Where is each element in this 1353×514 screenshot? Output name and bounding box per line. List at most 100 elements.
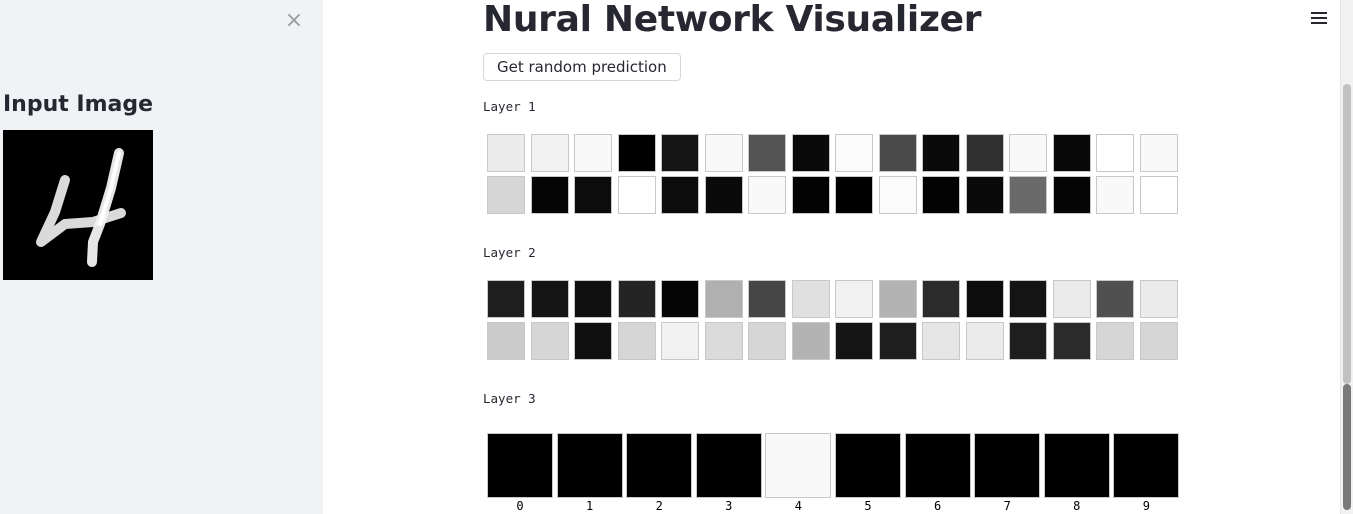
layer-2-neuron-cell [617,280,656,318]
layer-2-neuron-cell [530,280,569,318]
layer-1-neuron-cell [617,134,656,172]
layer-2-neuron-cell [1096,322,1134,360]
output-neuron-cell [904,433,971,498]
layer-2-neuron-cell [878,322,917,360]
output-neuron-cell [1113,433,1180,498]
output-digit-label: 2 [655,499,663,513]
layer-2-neuron-cell [661,280,699,318]
output-digit-label: 3 [725,499,733,513]
input-digit-image [3,130,153,280]
hamburger-menu-icon[interactable] [1311,10,1327,26]
output-digit-label: 8 [1073,499,1081,513]
layer-2-neuron-cell [1139,280,1178,318]
output-neuron-cell [1043,433,1110,498]
layer-1-neuron-cell [965,176,1004,214]
layer-1-neuron-cell [1009,134,1047,172]
main-content: Nural Network Visualizer Get random pred… [323,0,1340,514]
layer-2-neuron-cell [661,322,699,360]
layer-2-neuron-cell [574,280,612,318]
output-neuron-cell [835,433,901,498]
layer-2-neuron-cell [704,322,743,360]
digit-4-image-icon [3,130,153,280]
layer-2-neuron-cell [1139,322,1178,360]
layer-1-neuron-cell [922,176,960,214]
layer-2-grid [487,280,1179,361]
layer-3-label: Layer 3 [483,391,536,406]
layer-2-neuron-cell [487,280,525,318]
layer-1-neuron-cell [791,134,830,172]
layer-1-neuron-cell [835,134,873,172]
layer-2-neuron-cell [1052,280,1091,318]
output-neuron-cell [765,433,832,498]
layer-2-neuron-cell [1052,322,1091,360]
layer-1-neuron-cell [1139,176,1178,214]
layer-2-neuron-cell [530,322,569,360]
layer-1-neuron-cell [530,176,569,214]
page-title: Nural Network Visualizer [483,0,982,40]
layer-2-neuron-cell [835,322,873,360]
get-random-prediction-button[interactable]: Get random prediction [483,53,681,81]
layer-2-neuron-cell [704,280,743,318]
layer-2-neuron-cell [791,280,830,318]
layer-2-neuron-cell [617,322,656,360]
layer-1-neuron-cell [748,134,786,172]
output-neuron-cell [626,433,693,498]
close-sidebar-icon[interactable]: × [284,8,304,33]
output-digit-label: 7 [1003,499,1011,513]
layer-2-neuron-cell [748,280,786,318]
layer-2-neuron-cell [965,280,1004,318]
layer-1-neuron-cell [1052,134,1091,172]
layer-1-neuron-cell [487,176,525,214]
layer-1-label: Layer 1 [483,99,536,114]
layer-1-neuron-cell [704,134,743,172]
layer-2-neuron-cell [835,280,873,318]
scrollbar[interactable] [1340,0,1353,514]
layer-1-neuron-cell [487,134,525,172]
layer-2-neuron-cell [922,322,960,360]
scrollbar-thumb[interactable] [1343,384,1351,510]
scrollbar-track-upper[interactable] [1343,84,1351,384]
output-digit-label: 9 [1142,499,1150,513]
layer-2-neuron-cell [791,322,830,360]
layer-1-neuron-cell [1052,176,1091,214]
layer-1-neuron-cell [1096,134,1134,172]
layer-1-neuron-cell [835,176,873,214]
layer-1-neuron-cell [574,176,612,214]
output-digit-label: 4 [794,499,802,513]
output-digit-label: 6 [933,499,942,513]
output-neuron-cell [974,433,1041,498]
layer-1-neuron-cell [878,134,917,172]
layer-2-neuron-cell [1009,322,1047,360]
layer-1-neuron-cell [574,134,612,172]
layer-1-neuron-cell [617,176,656,214]
layer-1-neuron-cell [1096,176,1134,214]
layer-1-grid [487,134,1179,215]
layer-2-label: Layer 2 [483,245,536,260]
layer-1-neuron-cell [965,134,1004,172]
output-neuron-cell [556,433,623,498]
layer-1-neuron-cell [661,176,699,214]
layer-1-neuron-cell [878,176,917,214]
layer-2-neuron-cell [1009,280,1047,318]
layer-1-neuron-cell [922,134,960,172]
layer-1-neuron-cell [1139,134,1178,172]
layer-2-neuron-cell [487,322,525,360]
layer-2-neuron-cell [1096,280,1134,318]
output-neuron-cell [487,433,553,498]
output-neuron-cell [695,433,762,498]
layer-2-neuron-cell [878,280,917,318]
layer-1-neuron-cell [661,134,699,172]
layer-1-neuron-cell [530,134,569,172]
layer-1-neuron-cell [704,176,743,214]
layer-1-neuron-cell [1009,176,1047,214]
input-image-heading: Input Image [3,92,154,117]
layer-2-neuron-cell [748,322,786,360]
output-digit-label: 0 [516,499,524,513]
layer-1-neuron-cell [791,176,830,214]
layer-2-neuron-cell [574,322,612,360]
output-digit-label: 1 [585,499,594,513]
layer-2-neuron-cell [922,280,960,318]
sidebar: × Input Image [0,0,323,514]
layer-2-neuron-cell [965,322,1004,360]
